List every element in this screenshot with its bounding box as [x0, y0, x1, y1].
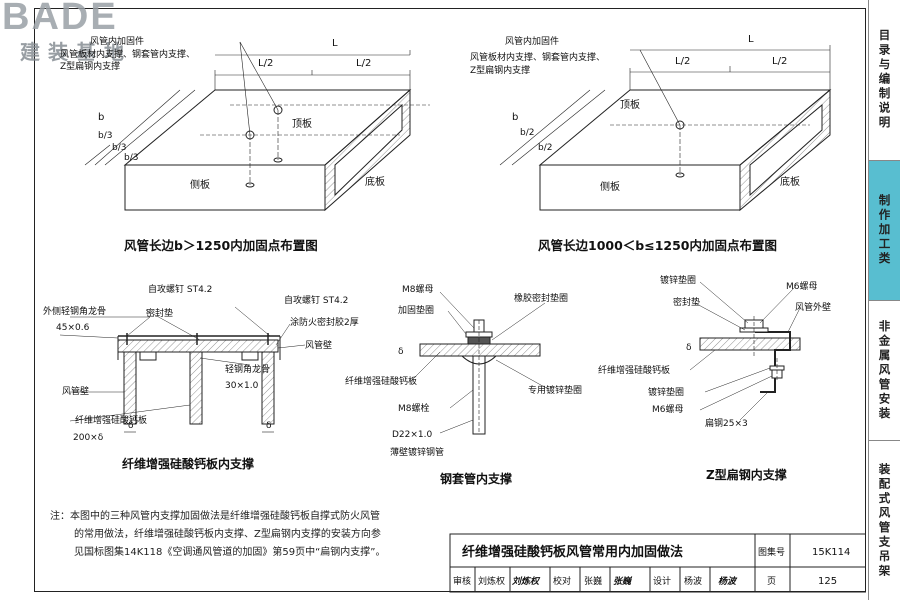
- label-washer: 加固垫圈: [398, 304, 434, 316]
- dim-L-half: L/2: [772, 56, 787, 67]
- label-m6-nut-bottom: M6螺母: [652, 404, 684, 415]
- drawing-main-title: 纤维增强硅酸钙板风管常用内加固做法: [462, 544, 683, 560]
- checker-name: 张巍: [584, 576, 602, 587]
- label-fire-glue: 涂防火密封胶2厚: [290, 316, 359, 328]
- page-label: 页: [767, 576, 776, 587]
- label-fiber-board: 纤维增强硅酸钙板: [598, 364, 670, 376]
- page-number: 125: [818, 576, 837, 587]
- fiber-board-support-detail: [59, 306, 306, 433]
- label-screw-left: 自攻螺钉 ST4.2: [148, 283, 212, 295]
- duct-diagram-medium: [499, 45, 832, 212]
- label-bottom-plate: 底板: [365, 175, 385, 188]
- callout-support-types: 风管板材内支撑、钢套管内支撑、: [470, 51, 605, 63]
- check-label: 校对: [553, 575, 571, 587]
- detail-title-fiber: 纤维增强硅酸钙板内支撑: [122, 456, 254, 471]
- callout-reinforcement: 风管内加固件: [90, 35, 144, 47]
- sidebar-item-label: 装配式风管支吊架: [877, 462, 892, 579]
- dim-b-half: b/2: [520, 128, 534, 138]
- drawing-canvas: L L/2 L/2 b b/3 b/3 b/3 风管内加固件 风管板材内支撑、钢…: [43, 34, 866, 593]
- dim-L-half: L/2: [258, 58, 273, 69]
- dim-b-third: b/3: [98, 131, 112, 141]
- label-galv-washer-bottom: 镀锌垫圈: [648, 386, 684, 398]
- label-top-plate: 顶板: [292, 117, 312, 130]
- label-galv-washer-top: 镀锌垫圈: [660, 274, 696, 286]
- label-m8-nut: M8螺母: [402, 284, 434, 295]
- sidebar-item-nonmetal-duct[interactable]: 非金属风管安装: [868, 300, 900, 440]
- dim-b: b: [98, 112, 104, 123]
- logo-text: BADE: [2, 0, 118, 38]
- drawing-note: 注：本图中的三种风管内支撑加固做法是纤维增强硅酸钙板自撑式防火风管 的常用做法，…: [50, 508, 460, 562]
- label-flat-steel: 扁钢25×3: [705, 417, 748, 429]
- label-seal-pad: 密封垫: [146, 307, 173, 319]
- label-galv-washer: 专用镀锌垫圈: [528, 384, 582, 396]
- label-fiber-board: 纤维增强硅酸钙板: [345, 375, 417, 387]
- callout-z-steel: Z型扁钢内支撑: [60, 60, 120, 72]
- label-duct-wall-right: 风管壁: [305, 339, 332, 351]
- duct-diagram-large: [84, 41, 430, 212]
- sidebar-item-label: 目录与编制说明: [877, 29, 892, 131]
- callout-support-types: 风管板材内支撑、钢套管内支撑、: [60, 48, 195, 60]
- detail-title-zsteel: Z型扁钢内支撑: [706, 467, 787, 482]
- label-m8-bolt: M8螺栓: [398, 402, 430, 414]
- label-pipe-size: D22×1.0: [392, 430, 433, 440]
- label-delta: δ: [128, 421, 134, 431]
- label-rubber-gasket: 橡胶密封垫圈: [514, 292, 568, 304]
- design-label: 设计: [653, 575, 671, 587]
- dim-b-third: b/3: [112, 143, 126, 153]
- note-line: 的常用做法，纤维增强硅酸钙板内支撑、Z型扁钢内支撑的安装方向参: [74, 529, 381, 540]
- logo-subtext: 建装基地: [20, 40, 132, 64]
- dim-L-half: L/2: [675, 56, 690, 67]
- callout-reinforcement: 风管内加固件: [505, 35, 559, 47]
- label-fiber-board-size: 200×δ: [73, 433, 104, 443]
- checker-signature: 张巍: [613, 576, 633, 587]
- diagram-title-medium: 风管长边1000＜b≤1250内加固点布置图: [538, 238, 777, 253]
- detail-title-sleeve: 钢套管内支撑: [440, 471, 512, 486]
- review-label: 审核: [453, 575, 471, 587]
- dim-b-third: b/3: [124, 153, 138, 163]
- designer-signature: 杨波: [718, 576, 738, 587]
- title-block-grid: [449, 533, 866, 593]
- label-side-plate: 侧板: [600, 180, 620, 193]
- note-line: 注：本图中的三种风管内支撑加固做法是纤维增强硅酸钙板自撑式防火风管: [50, 511, 380, 522]
- z-steel-support-detail: [689, 281, 801, 421]
- label-seal-pad: 密封垫: [673, 296, 700, 308]
- diagram-title-large: 风管长边b＞1250内加固点布置图: [124, 238, 318, 253]
- label-pipe-type: 薄壁镀锌钢管: [390, 446, 444, 458]
- sidebar-item-label: 制作加工类: [877, 194, 892, 267]
- label-duct-wall-left: 风管壁: [62, 385, 89, 397]
- label-inner-keel-size: 30×1.0: [225, 381, 259, 391]
- dim-b-half: b/2: [538, 143, 552, 153]
- label-outer-keel: 外侧轻钢角龙骨: [43, 305, 106, 317]
- label-m6-nut-top: M6螺母: [786, 281, 818, 292]
- sidebar-item-catalog[interactable]: 目录与编制说明: [868, 0, 900, 160]
- dim-L-half: L/2: [356, 58, 371, 69]
- dim-L: L: [748, 34, 754, 45]
- label-delta: δ: [266, 421, 272, 431]
- label-outer-keel-size: 45×0.6: [56, 323, 90, 333]
- label-outer-wall: 风管外壁: [795, 301, 831, 313]
- reviewer-name: 刘炼权: [478, 575, 505, 587]
- dim-b: b: [512, 112, 518, 123]
- atlas-no: 15K114: [812, 547, 850, 558]
- dim-L: L: [332, 38, 338, 49]
- label-screw-right: 自攻螺钉 ST4.2: [284, 294, 348, 306]
- sidebar-item-label: 非金属风管安装: [877, 319, 892, 422]
- label-bottom-plate: 底板: [780, 175, 800, 188]
- label-delta: δ: [398, 347, 404, 357]
- label-inner-keel: 轻钢角龙骨: [225, 363, 270, 375]
- steel-sleeve-support-detail: [409, 291, 549, 435]
- sidebar-item-prefab-support[interactable]: 装配式风管支吊架: [868, 440, 900, 600]
- note-line: 见国标图集14K118《空调通风管道的加固》第59页中“扁钢内支撑”。: [74, 547, 386, 558]
- reviewer-signature: 刘炼权: [512, 576, 541, 587]
- watermark-logo: BADE 建装基地: [0, 0, 180, 64]
- designer-name: 杨波: [684, 575, 702, 587]
- sidebar-item-fabrication[interactable]: 制作加工类: [868, 160, 900, 300]
- label-fiber-board: 纤维增强硅酸钙板: [75, 414, 147, 426]
- label-side-plate: 侧板: [190, 178, 210, 191]
- atlas-no-label: 图集号: [758, 546, 785, 558]
- callout-z-steel: Z型扁钢内支撑: [470, 64, 530, 76]
- label-delta: δ: [686, 343, 692, 353]
- label-top-plate: 顶板: [620, 98, 640, 111]
